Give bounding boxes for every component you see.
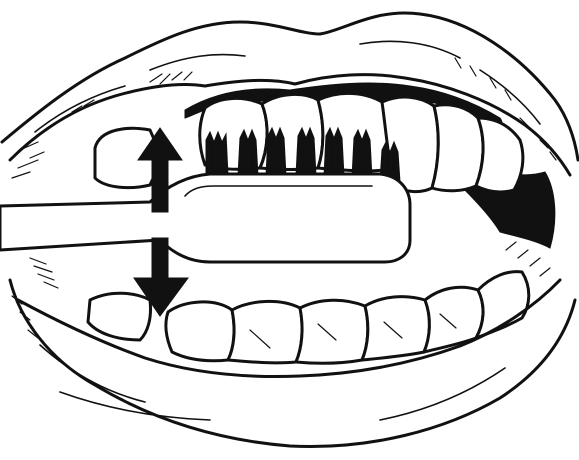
lower-premolar	[424, 287, 483, 352]
lower-canine	[362, 297, 429, 360]
lower-incisor-3	[296, 300, 368, 363]
lower-molar-near	[476, 272, 529, 338]
upper-molar-near	[476, 118, 523, 192]
lower-incisor-1	[166, 302, 234, 361]
lower-molar-far	[88, 293, 151, 340]
lower-incisor-2	[228, 301, 302, 362]
toothbrush	[0, 174, 410, 262]
upper-premolar	[432, 105, 483, 191]
